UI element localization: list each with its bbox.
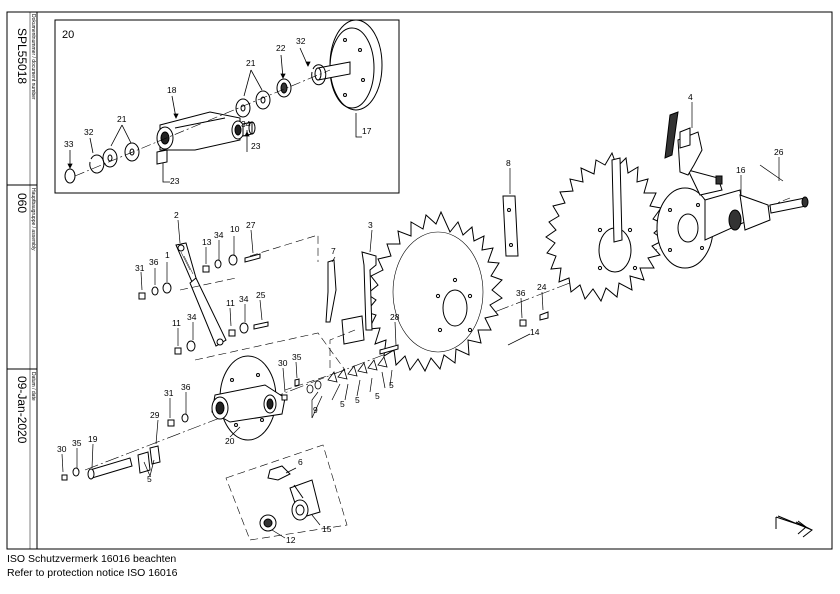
callout: 5 — [389, 380, 394, 390]
scraper-7 — [325, 259, 337, 323]
inset-leaders — [67, 47, 362, 183]
drawing-frame — [6, 11, 833, 550]
callout: 5 — [147, 474, 152, 484]
detail-6-12-15 — [259, 465, 321, 532]
main-arm-assembly — [211, 355, 288, 441]
callout: 11 — [226, 298, 235, 308]
callout: 15 — [322, 524, 332, 534]
hardware-middle — [174, 321, 269, 355]
scraper-strip-rear — [611, 157, 623, 243]
arm-2 — [175, 242, 227, 347]
callout: 22 — [276, 43, 286, 53]
callout: 6 — [298, 457, 303, 467]
callout: 2 — [174, 210, 179, 220]
callout: 31 — [135, 263, 145, 273]
assembly-label: Hauptbaugruppe / assembly — [30, 188, 36, 251]
callout: 36 — [181, 382, 191, 392]
bracket-3 — [341, 251, 377, 345]
callout: 4 — [688, 92, 693, 102]
callout: 32 — [296, 36, 306, 46]
callout: 35 — [292, 352, 302, 362]
saw-disc-front — [365, 210, 503, 373]
callout: 5 — [355, 395, 360, 405]
callout: 5 — [340, 399, 345, 409]
date-value: 09-Jan-2020 — [15, 376, 29, 444]
hardware-arm — [167, 378, 300, 427]
callout: 9 — [313, 405, 318, 415]
document-number-label: Dokumentnummer / document number — [30, 14, 36, 100]
hardware-upper — [138, 253, 261, 300]
callout: 3 — [368, 220, 373, 230]
callout: 35 — [72, 438, 82, 448]
callout: 21 — [246, 58, 256, 68]
callout: 33 — [64, 139, 74, 149]
callout: 34 — [239, 294, 249, 304]
callout: 24 — [537, 282, 547, 292]
callout: 28 — [390, 312, 400, 322]
saw-disc-rear — [545, 151, 665, 303]
protection-notice-de: ISO Schutzvermerk 16016 beachten — [7, 553, 177, 565]
callout: 10 — [230, 224, 240, 234]
callout: 36 — [149, 257, 159, 267]
direction-arrow-icon — [775, 516, 807, 535]
callout: 34 — [214, 230, 224, 240]
callout: 19 — [88, 434, 98, 444]
bracket-4 — [664, 111, 703, 176]
callout: 26 — [774, 147, 784, 157]
callout: 7 — [331, 246, 336, 256]
callout: 21 — [117, 114, 127, 124]
scraper-teeth — [306, 356, 388, 394]
callout: 30 — [57, 444, 67, 454]
hub-assembly — [656, 169, 809, 269]
assembly-number: 060 — [15, 193, 29, 214]
inset-label: 20 — [62, 29, 74, 41]
bolt-28 — [379, 344, 399, 355]
nut-36 — [519, 319, 527, 327]
callout: 5 — [375, 391, 380, 401]
callout: 29 — [150, 410, 160, 420]
callout: 18 — [167, 85, 177, 95]
callout: 13 — [202, 237, 212, 247]
callout: 34 — [187, 312, 197, 322]
date-label: Datum / date — [30, 372, 36, 401]
callout: 32 — [84, 127, 94, 137]
inset-detail-box — [54, 19, 400, 194]
inset-parts — [64, 19, 383, 184]
callout: 16 — [736, 165, 746, 175]
protection-notice-en: Refer to protection notice ISO 16016 — [7, 567, 178, 579]
callout: 20 — [225, 436, 235, 446]
callout: 11 — [172, 318, 181, 328]
document-number: SPL55018 — [15, 28, 29, 85]
callout: 1 — [165, 250, 170, 260]
scraper-strip-8 — [502, 195, 519, 257]
callout: 30 — [278, 358, 288, 368]
callout-labels: 20 32 22 21 18 34 21 32 33 23 23 17 2 13… — [57, 29, 784, 545]
callout: 36 — [516, 288, 526, 298]
dashed-guides — [179, 234, 356, 541]
callout: 12 — [286, 535, 296, 545]
callout: 23 — [251, 141, 261, 151]
callout: 31 — [164, 388, 174, 398]
callout: 27 — [246, 220, 256, 230]
main-leaders — [61, 102, 784, 539]
callout: 8 — [506, 158, 511, 168]
callout: 34 — [241, 119, 251, 129]
callout: 25 — [256, 290, 266, 300]
callout: 17 — [362, 126, 372, 136]
bolt-24 — [539, 311, 549, 321]
callout: 23 — [170, 176, 180, 186]
callout: 14 — [530, 327, 540, 337]
